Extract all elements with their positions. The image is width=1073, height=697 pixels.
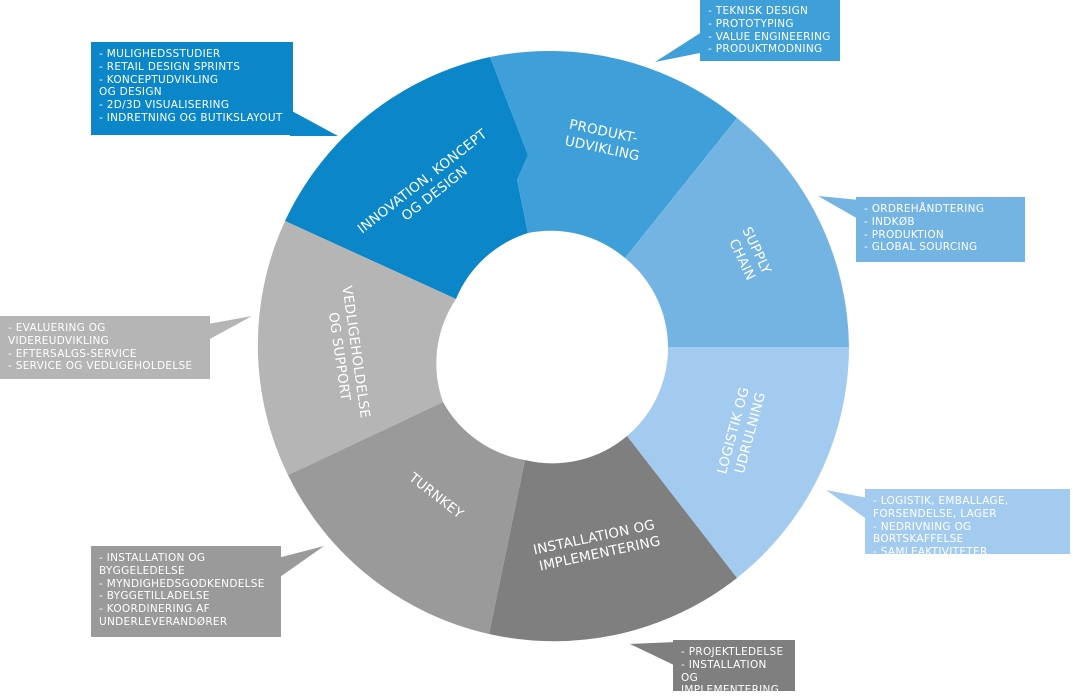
callout-innovation: - MULIGHEDSSTUDIER - RETAIL DESIGN SPRIN… [91,42,293,135]
callout-pointer-supply [818,196,860,220]
list-item: - RETAIL DESIGN SPRINTS [99,60,241,73]
callout-pointer-installation [630,642,676,666]
callout-produkt: - TEKNISK DESIGN - PROTOTYPING - VALUE E… [700,0,840,61]
list-item: - PRODUKTMODNING [708,43,823,56]
list-item: - EFTERSALGS-SERVICE [8,347,137,360]
segment-turnkey [288,402,525,634]
callout-pointer-vedligehold [208,316,252,340]
list-item: - GLOBAL SOURCING [864,241,978,254]
callout-installation: - PROJEKTLEDELSE - INSTALLATION OG IMPLE… [673,640,795,696]
list-item: - SAMLEAKTIVITETER [873,546,988,559]
callout-pointer-turnkey [270,546,324,584]
list-item: - SERVICE OG VEDLIGEHOLDELSE [8,360,193,373]
list-item: - ORDREHÅNDTERING [864,203,985,215]
segment-supply [625,118,849,347]
list-item: - INDRETNING OG BUTIKSLAYOUT [99,111,283,124]
list-item: - BYGGETILLADELSE [99,590,210,603]
callout-vedligehold: - EVALUERING OG VIDEREUDVIKLING - EFTERS… [0,316,210,379]
list-item: - INDKØB [864,215,915,228]
segment-produkt [490,50,737,258]
list-item: - NEDRIVNING OG BORTSKAFFELSE [873,520,972,546]
callout-pointer-produkt [655,30,705,62]
list-item: - MULIGHEDSSTUDIER [99,48,221,60]
list-item: - PROJEKTLEDELSE [681,646,784,658]
list-item: - EVALUERING OG VIDEREUDVIKLING [8,322,110,347]
list-item: - KOORDINERING AF UNDERLEVERANDØRER [99,603,228,628]
callout-logistik: - LOGISTIK, EMBALLAGE, FORSENDELSE, LAGE… [865,489,1070,558]
list-item: - LOGISTIK, EMBALLAGE, FORSENDELSE, LAGE… [873,495,1009,520]
segment-vedligehold [257,221,456,475]
segment-innovation [285,57,528,299]
list-item: - TEKNISK DESIGN [708,5,809,17]
segment-installation [489,436,737,642]
list-item: - INSTALLATION OG BYGGELEDELSE [99,552,206,577]
list-item: - KONCEPTUDVIKLING OG DESIGN [99,73,219,99]
list-item: - 2D/3D VISUALISERING [99,99,230,112]
segment-logistik [627,347,849,578]
list-item: - MYNDIGHEDSGODKENDELSE [99,577,265,590]
list-item: - VALUE ENGINEERING [708,30,831,43]
callout-supply: - ORDREHÅNDTERING - INDKØB - PRODUKTION … [856,197,1025,262]
list-item: - PRODUKTION [864,228,945,241]
callout-turnkey: - INSTALLATION OG BYGGELEDELSE - MYNDIGH… [91,546,281,637]
callout-pointer-logistik [826,490,868,520]
list-item: - INSTALLATION OG IMPLEMENTERING [681,658,780,697]
list-item: - PROTOTYPING [708,17,794,30]
callout-pointer-innovation [290,110,338,136]
